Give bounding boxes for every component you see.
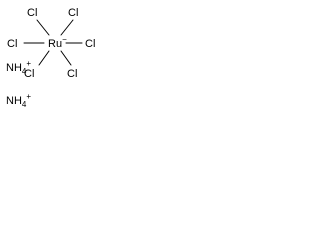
counterion-1-symbol: NH [6, 62, 22, 74]
bond-upper-left [36, 19, 50, 36]
counterion-2: NH4+ [6, 92, 31, 109]
counterion-2-subscript: 4 [22, 100, 27, 109]
ligand-upper-right: Cl [68, 7, 78, 19]
ammonium-hexachlororuthenate-structure: Cl Cl Cl Cl Cl Cl Ru− NH4+ NH4+ [6, 7, 95, 109]
counterion-2-symbol: NH [6, 95, 22, 107]
ligand-right: Cl [85, 38, 95, 50]
bond-upper-right [60, 19, 74, 36]
central-atom: Ru− [48, 35, 67, 50]
ligand-left: Cl [7, 38, 17, 50]
central-atom-charge: − [62, 35, 67, 44]
counterion-1: NH4+ [6, 59, 31, 76]
ligand-lower-left: Cl [24, 68, 34, 80]
bond-lower-left [38, 50, 50, 66]
ligand-lower-right: Cl [67, 68, 77, 80]
central-atom-symbol: Ru [48, 38, 62, 50]
bond-lower-right [60, 50, 72, 66]
counterion-1-subscript: 4 [22, 67, 27, 76]
counterion-2-charge: + [26, 92, 31, 101]
ligand-upper-left: Cl [27, 7, 37, 19]
counterion-1-charge: + [26, 59, 31, 68]
